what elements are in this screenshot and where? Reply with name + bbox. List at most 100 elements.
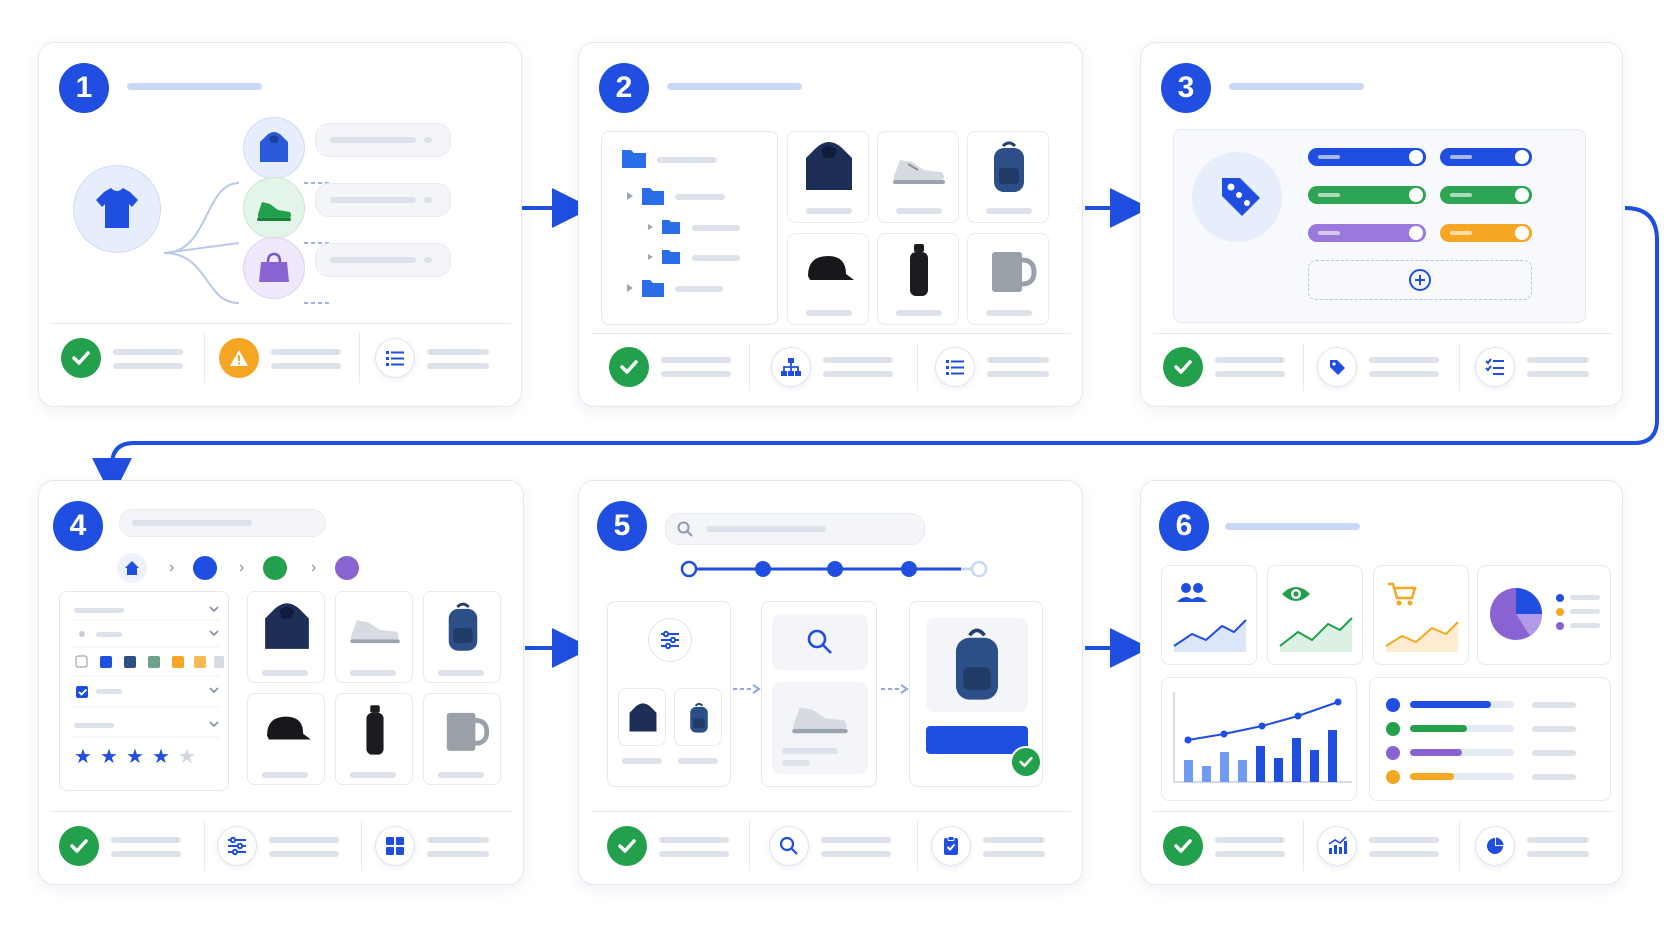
hoodie-icon: [788, 132, 870, 202]
tag-blue-1: [1308, 148, 1426, 166]
hoodie-icon: [248, 592, 326, 662]
step-2-title: [667, 83, 802, 90]
tag-icon: [1326, 356, 1348, 378]
step-3-title: [1229, 83, 1364, 90]
filter-stage-panel: [607, 601, 731, 787]
star-icon: ★: [178, 744, 196, 769]
sneaker-icon: [772, 682, 868, 746]
checklist-icon: [1484, 356, 1506, 378]
hoodie-node: [243, 117, 305, 179]
list-icon: [944, 356, 966, 378]
mug-icon: [424, 694, 502, 764]
price-tag-badge: [1192, 152, 1282, 242]
search-input[interactable]: [665, 513, 925, 545]
tag-blue-2: [1440, 148, 1532, 166]
folder-icon: [662, 220, 680, 234]
step-1-card: 1: [38, 42, 522, 407]
folder-icon: [642, 280, 664, 297]
hoodie-icon: [619, 689, 667, 747]
folder-icon: [662, 250, 680, 264]
bar-fill: [1410, 749, 1462, 756]
category-field-3: [315, 243, 451, 277]
status-success: [61, 338, 101, 378]
bottle-icon: [878, 234, 960, 304]
product-tile-bottle: [877, 233, 959, 325]
product-tile-hoodie: [787, 131, 869, 223]
check-icon: [69, 346, 93, 370]
star-icon: ★: [126, 744, 144, 769]
bar-track: [1410, 749, 1514, 756]
sliders-icon: [659, 629, 681, 651]
bar-chart-icon: [1326, 835, 1348, 857]
product-tile-backpack: [674, 688, 722, 746]
add-tag-button[interactable]: [1308, 260, 1532, 300]
product-tile-sneaker: [335, 591, 413, 683]
step-5-badge: 5: [597, 501, 647, 551]
crumb-green[interactable]: [263, 556, 287, 580]
sneaker-icon: [336, 592, 414, 662]
status-success: [1163, 826, 1203, 866]
report-view: [1475, 826, 1515, 866]
filter-panel: ★ ★ ★ ★ ★: [59, 591, 229, 791]
handbag-icon: [244, 238, 304, 298]
step-1-title: [127, 83, 262, 90]
sneaker-node: [243, 177, 305, 239]
check-icon: [1171, 834, 1195, 858]
product-tile-backpack: [967, 131, 1049, 223]
product-tile-cap: [787, 233, 869, 325]
warning-icon: [227, 346, 251, 370]
search-icon: [806, 628, 834, 656]
backpack-icon: [968, 132, 1050, 202]
tag-green-1: [1308, 186, 1426, 204]
star-icon: ★: [74, 744, 92, 769]
sliders-icon: [226, 835, 248, 857]
folder-tree: [602, 132, 779, 326]
mug-icon: [968, 234, 1050, 304]
cap-icon: [248, 694, 326, 764]
crumb-purple[interactable]: [335, 556, 359, 580]
home-crumb[interactable]: [117, 553, 147, 583]
product-tile-mug: [423, 693, 501, 785]
list-view: [375, 338, 415, 378]
performance-chart: [1161, 677, 1357, 801]
bar-track: [1410, 773, 1514, 780]
product-tile-hoodie: [618, 688, 666, 746]
add-icon: [1408, 268, 1432, 292]
cart-icon: [1388, 584, 1415, 606]
order-confirm-view: [931, 826, 971, 866]
pie-chart-icon: [1490, 588, 1542, 640]
rating-stars[interactable]: ★ ★ ★ ★ ★: [74, 744, 214, 770]
result-stage-panel: [909, 601, 1043, 787]
list-view: [935, 347, 975, 387]
check-icon: [67, 834, 91, 858]
grid-icon: [384, 835, 406, 857]
stage-arrow-1: [731, 683, 761, 695]
status-success: [1163, 347, 1203, 387]
hierarchy-view: [771, 347, 811, 387]
home-icon: [117, 553, 147, 583]
pie-chart-icon: [1484, 835, 1506, 857]
tag-orange-1: [1440, 224, 1532, 242]
check-icon: [1017, 753, 1035, 771]
bar-track: [1410, 701, 1514, 708]
folder-tree-panel: [601, 131, 778, 325]
status-warning: [219, 338, 259, 378]
crumb-blue[interactable]: [193, 556, 217, 580]
bar-track: [1410, 725, 1514, 732]
step-6-card: 6: [1140, 480, 1623, 885]
search-view: [769, 826, 809, 866]
step-4-badge: 4: [53, 501, 103, 551]
step-5-card: 5: [578, 480, 1083, 885]
eye-icon: [1282, 587, 1310, 601]
add-to-cart-button[interactable]: [926, 726, 1028, 754]
tags-panel: [1173, 129, 1586, 323]
check-icon: [615, 834, 639, 858]
search-bar[interactable]: [119, 509, 326, 537]
list-icon: [384, 347, 406, 369]
step-2-badge: 2: [599, 63, 649, 113]
tshirt-node: [73, 165, 161, 253]
product-tile-sneaker: [877, 131, 959, 223]
bar-fill: [1410, 701, 1491, 708]
step-4-card: 4 › › ›: [38, 480, 524, 885]
step-6-title: [1225, 523, 1360, 530]
